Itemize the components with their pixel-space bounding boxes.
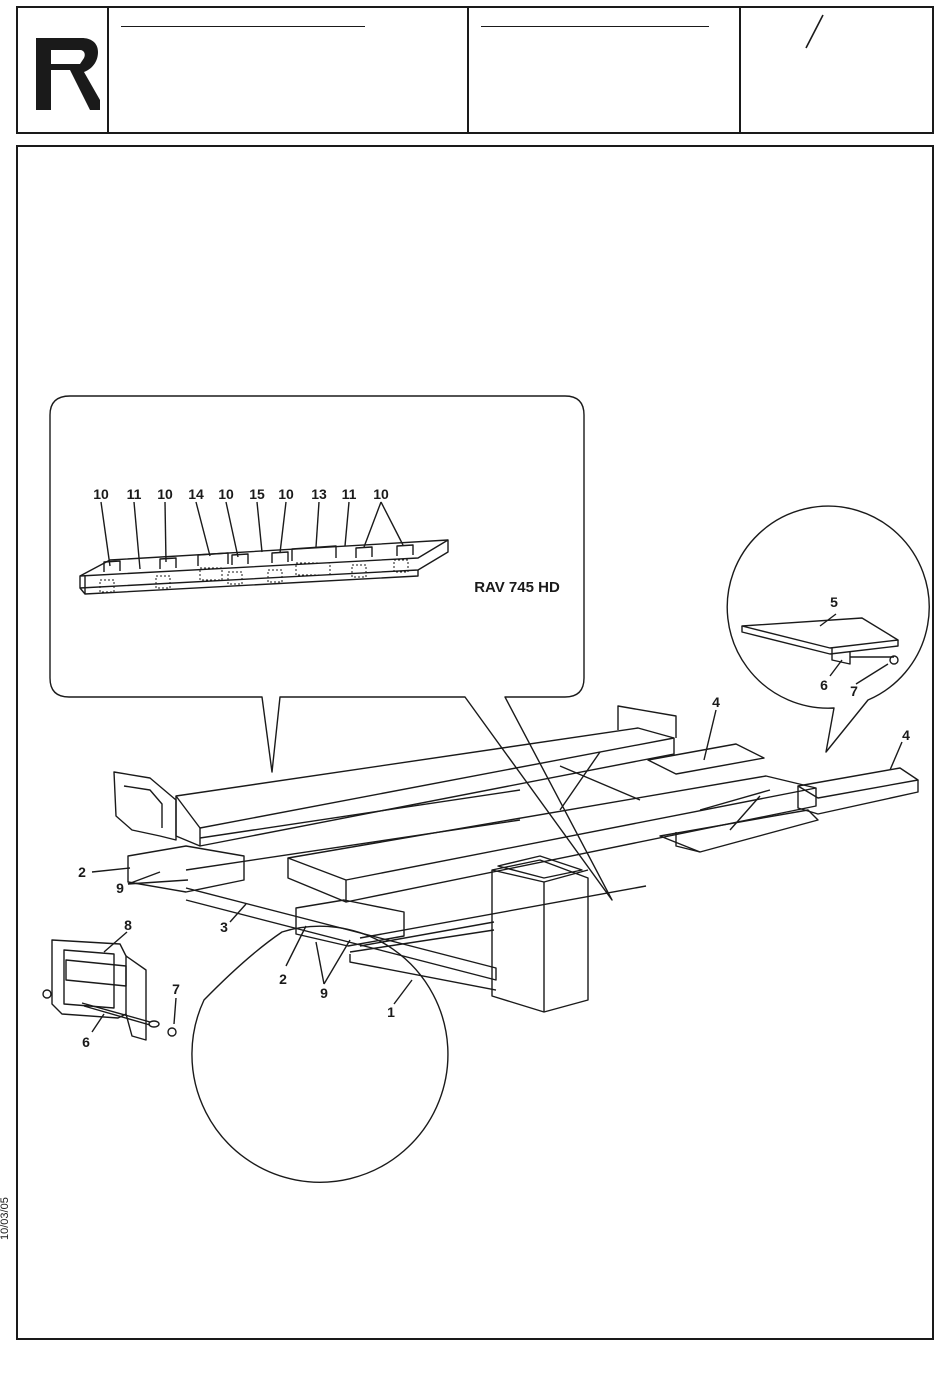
label-2: 2 — [78, 864, 86, 880]
label-9: 9 — [320, 985, 328, 1001]
ramp-detail-right — [742, 614, 898, 684]
base-frame — [186, 888, 496, 990]
detail-bubble-right — [727, 506, 929, 752]
label-8: 8 — [124, 917, 132, 933]
label-7: 7 — [172, 981, 180, 997]
label-5: 5 — [830, 594, 838, 610]
label-6: 6 — [82, 1034, 90, 1050]
label-2: 2 — [279, 971, 287, 987]
model-name: RAV 745 HD — [474, 579, 560, 596]
label-11: 11 — [127, 486, 142, 502]
label-15: 15 — [249, 486, 265, 502]
plate-detail-left — [43, 932, 176, 1040]
label-10: 10 — [93, 486, 109, 502]
label-6: 6 — [820, 677, 828, 693]
label-1: 1 — [387, 1004, 395, 1020]
label-4: 4 — [902, 727, 910, 743]
label-10: 10 — [373, 486, 389, 502]
detail-bubble-top — [50, 396, 612, 900]
label-4: 4 — [712, 694, 720, 710]
label-3: 3 — [220, 919, 228, 935]
label-14: 14 — [188, 486, 204, 502]
control-column — [492, 856, 588, 1012]
label-10: 10 — [157, 486, 173, 502]
ramp-main-right — [648, 744, 918, 814]
label-7: 7 — [850, 683, 858, 699]
main-callouts: 4 4 2 9 3 2 9 1 — [78, 694, 910, 1020]
label-9: 9 — [116, 880, 124, 896]
lift-platform-right — [288, 752, 818, 952]
label-11: 11 — [342, 486, 357, 502]
rail-detail — [80, 502, 448, 594]
top-inset-labels: 10 11 10 14 10 15 10 13 11 10 — [93, 486, 389, 502]
label-13: 13 — [311, 486, 327, 502]
label-10: 10 — [278, 486, 294, 502]
lift-platform-left — [114, 706, 676, 892]
label-10: 10 — [218, 486, 234, 502]
